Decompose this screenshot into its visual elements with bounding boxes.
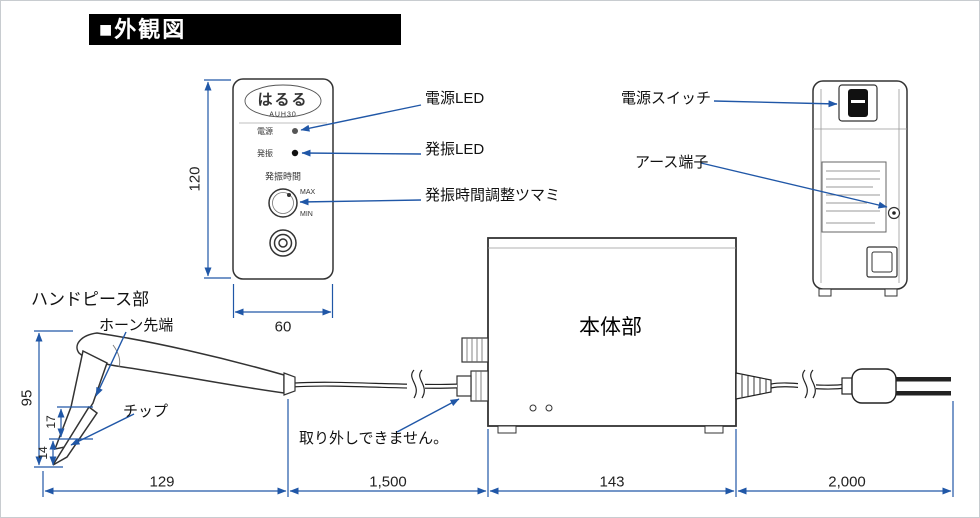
cable-break-right: [798, 369, 816, 400]
main-body-label: 本体部: [579, 316, 642, 339]
body-foot-right: [704, 425, 724, 434]
strain-relief-ribs: [741, 375, 767, 397]
dimension-lines: [34, 79, 954, 497]
leader-not-removable: [396, 398, 460, 433]
leader-knob: [299, 198, 422, 206]
back-foot-left: [818, 288, 832, 297]
back-view: [812, 80, 908, 297]
plug-collar: [841, 377, 853, 395]
callout-power-led: 電源LED: [425, 90, 485, 107]
handpiece-cable: [292, 381, 458, 389]
callout-not-removable: 取り外しできません。: [299, 430, 449, 447]
knob-pointer-dot: [287, 193, 291, 197]
leader-arrows: [70, 100, 888, 446]
side-knob-ribs: [466, 338, 483, 362]
power-plug: [841, 368, 951, 404]
dim-handpiece-length: 129: [149, 473, 175, 491]
cable-break-left: [407, 369, 425, 400]
leader-osc-led: [301, 149, 422, 157]
dim-power-cord-length: 2,000: [828, 473, 866, 491]
plug-prong-bottom: [896, 391, 951, 396]
handpiece-seam: [112, 344, 121, 368]
dim-front-width: 60: [274, 318, 292, 336]
back-foot-right: [884, 288, 898, 297]
dim-cable-length: 1,500: [369, 473, 407, 491]
handpiece-cable-boot: [283, 372, 296, 396]
dim-tip-upper: 17: [44, 415, 58, 429]
time-knob-inner: [272, 192, 294, 214]
knob-max-label: MAX: [300, 189, 316, 196]
front-connector-pin: [278, 238, 288, 248]
cable-nut-ribs: [475, 371, 482, 401]
screw-dot-1: [529, 404, 537, 412]
main-body-view: [456, 237, 737, 434]
leader-earth-terminal: [700, 162, 888, 209]
handpiece-body: [76, 332, 285, 394]
plug-prong-top: [896, 377, 951, 382]
panel-power-label: 電源: [257, 127, 273, 136]
knob-min-label: MIN: [300, 211, 313, 218]
power-led-dot: [292, 128, 298, 134]
page-title: ■外観図: [89, 14, 401, 45]
dim-front-height: 120: [186, 166, 204, 192]
logo-oval: [244, 84, 322, 118]
ac-inlet-inner: [871, 251, 893, 273]
callout-knob: 発振時間調整ツマミ: [425, 187, 561, 204]
body-foot-left: [497, 425, 517, 434]
dim-body-length: 143: [599, 473, 625, 491]
panel-osc-label: 発振: [257, 149, 273, 158]
leader-power-switch: [713, 100, 838, 108]
side-knob: [461, 337, 489, 363]
earth-terminal-dot: [892, 211, 896, 215]
leader-chip: [70, 413, 135, 446]
spec-sticker: [821, 161, 887, 233]
handpiece-section-label: ハンドピース部: [31, 290, 150, 309]
callout-power-switch: 電源スイッチ: [621, 90, 712, 107]
callout-horn-tip: ホーン先端: [99, 317, 174, 334]
callout-earth: アース端子: [635, 154, 709, 171]
device-model: AUH30: [269, 111, 297, 119]
dim-tip-lower: 14: [36, 446, 50, 460]
main-body-outline: [487, 237, 737, 427]
device-logo: はるる: [257, 91, 309, 109]
callout-osc-led: 発振LED: [425, 141, 485, 158]
power-switch-stripe: [851, 100, 865, 103]
handpiece-view: [52, 332, 296, 466]
osc-led-dot: [291, 149, 299, 157]
leader-power-led: [300, 104, 422, 132]
screw-dot-2: [545, 404, 553, 412]
cable-nut: [470, 370, 489, 402]
strain-relief: [735, 372, 772, 400]
cable-collar: [456, 375, 472, 397]
plug-body: [851, 368, 897, 404]
leader-horn-tip: [95, 331, 127, 397]
callout-chip: チップ: [123, 403, 169, 420]
knob-title: 発振時間: [264, 171, 302, 182]
handpiece-tip-jaw: [52, 405, 99, 466]
dim-handpiece-height: 95: [18, 389, 36, 407]
